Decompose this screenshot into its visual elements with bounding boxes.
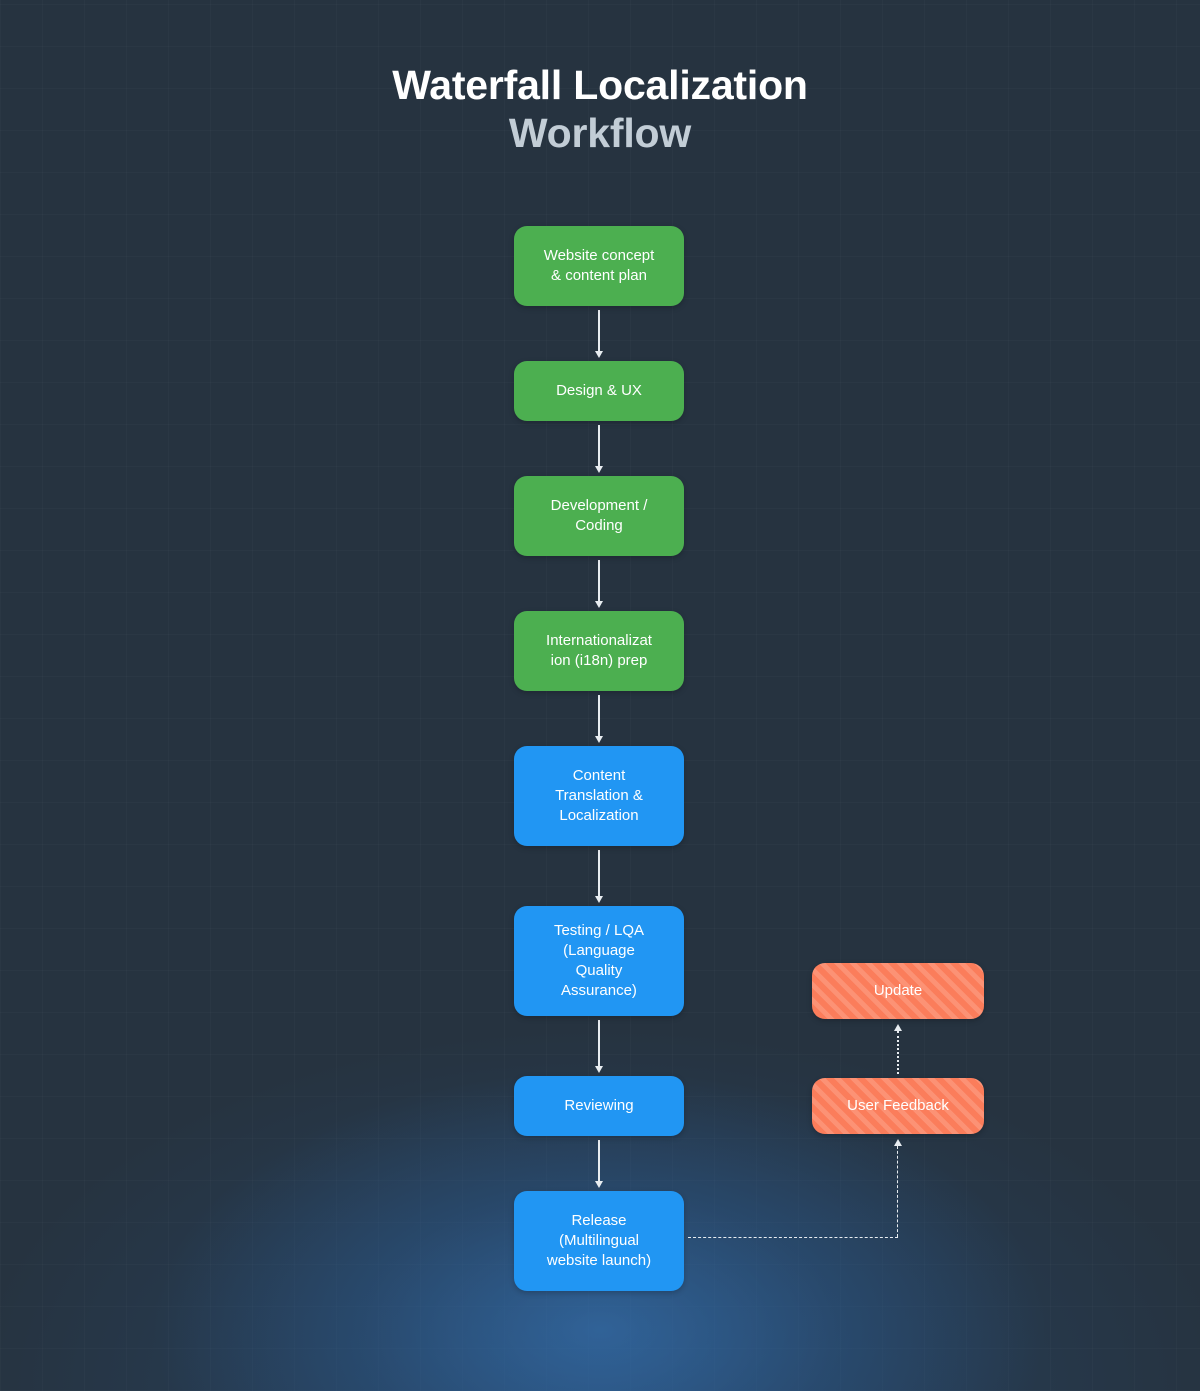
arrowhead-icon bbox=[594, 466, 603, 473]
node-update[interactable]: Update bbox=[812, 963, 984, 1019]
node-label: Update bbox=[873, 982, 923, 1000]
connector-dashed-horizontal bbox=[688, 1237, 898, 1238]
node-label: Design & UX bbox=[556, 382, 642, 400]
arrowhead-icon bbox=[893, 1139, 902, 1146]
connector-line bbox=[598, 695, 600, 737]
connector-line bbox=[598, 310, 600, 352]
connector-line bbox=[598, 850, 600, 897]
arrowhead-icon bbox=[594, 601, 603, 608]
node-website-concept[interactable]: Website concept& content plan bbox=[514, 226, 684, 306]
node-label: Reviewing bbox=[564, 1097, 634, 1115]
arrowhead-icon bbox=[594, 1066, 603, 1073]
arrowhead-icon bbox=[594, 351, 603, 358]
node-user-feedback[interactable]: User Feedback bbox=[812, 1078, 984, 1134]
connector-line bbox=[598, 1140, 600, 1182]
node-label: Website concept& content plan bbox=[543, 247, 655, 284]
connector-line bbox=[598, 560, 600, 602]
arrowhead-icon bbox=[594, 736, 603, 743]
node-development[interactable]: Development /Coding bbox=[514, 476, 684, 556]
title-line-primary: Waterfall Localization bbox=[392, 62, 808, 108]
connector-dotted-line bbox=[897, 1031, 899, 1074]
page-title: Waterfall Localization Workflow bbox=[0, 62, 1200, 157]
connector-dashed-vertical bbox=[897, 1146, 899, 1237]
node-label: User Feedback bbox=[847, 1097, 949, 1115]
arrowhead-icon bbox=[893, 1024, 902, 1031]
connector-line bbox=[598, 425, 600, 467]
node-reviewing[interactable]: Reviewing bbox=[514, 1076, 684, 1136]
connector-line bbox=[598, 1020, 600, 1067]
title-line-secondary: Workflow bbox=[508, 109, 692, 156]
arrowhead-icon bbox=[594, 896, 603, 903]
arrowhead-icon bbox=[594, 1181, 603, 1188]
node-design-ux[interactable]: Design & UX bbox=[514, 361, 684, 421]
node-label: Development /Coding bbox=[550, 497, 648, 534]
